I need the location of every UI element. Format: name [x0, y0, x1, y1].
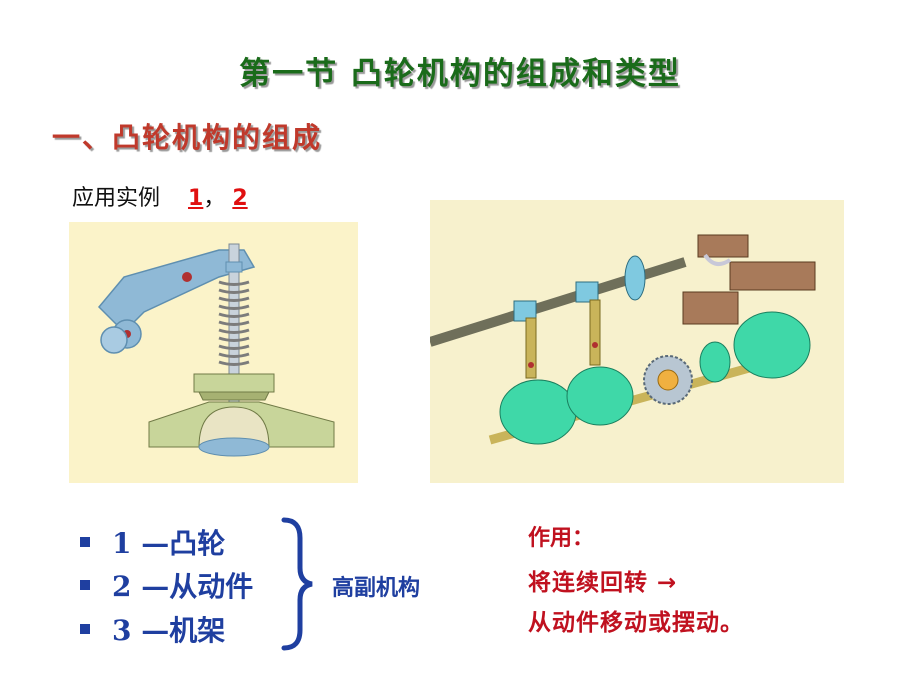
slide-title: 第一节 凸轮机构的组成和类型	[239, 56, 681, 92]
bullet-icon	[80, 536, 90, 547]
legend-item-cam: 1 —凸轮	[80, 522, 225, 562]
example-link-1[interactable]: 1	[188, 186, 204, 211]
cam-mechanism-illustration-1	[69, 222, 358, 483]
examples-line: 应用实例 1， 2	[72, 180, 248, 212]
cam-mechanism-illustration-2	[428, 200, 844, 483]
function-title: 作用：	[528, 526, 595, 551]
legend-number: 3	[112, 614, 132, 647]
function-description-line-2: 从动件移动或摆动。	[528, 610, 744, 636]
legend-item-follower: 2 —从动件	[80, 565, 253, 605]
legend-number: 2	[112, 570, 132, 603]
higher-pair-label: 高副机构	[332, 576, 421, 601]
legend-label: —机架	[141, 614, 226, 647]
legend-item-frame: 3 —机架	[80, 609, 225, 649]
function-description-line-1: 将连续回转 →	[528, 570, 678, 596]
legend-label: —从动件	[141, 570, 254, 603]
legend-label: —凸轮	[141, 527, 226, 560]
bullet-icon	[80, 623, 90, 634]
legend-number: 1	[112, 527, 132, 560]
examples-prefix: 应用实例	[72, 186, 161, 211]
right-brace-icon	[278, 516, 318, 656]
examples-separator: ，	[203, 186, 226, 211]
section-heading: 一、凸轮机构的组成	[52, 121, 323, 154]
example-link-2[interactable]: 2	[232, 186, 248, 211]
bullet-icon	[80, 579, 90, 590]
